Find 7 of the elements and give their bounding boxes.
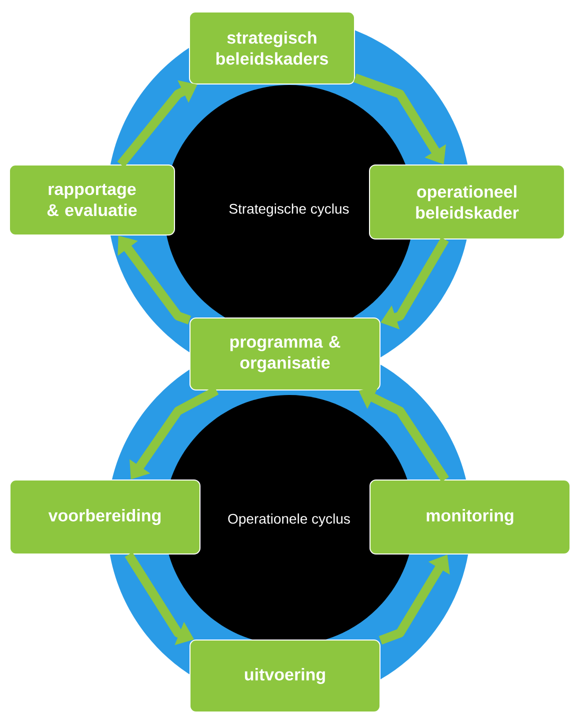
process-box: programma & organisatie bbox=[190, 318, 380, 390]
process-box: rapportage & evaluatie bbox=[9, 164, 175, 236]
process-box: strategisch beleidskaders bbox=[189, 12, 355, 84]
process-box: voorbereiding bbox=[10, 480, 200, 554]
process-box: monitoring bbox=[370, 480, 570, 554]
process-box: operationeel beleidskader bbox=[369, 164, 565, 240]
process-box: uitvoering bbox=[190, 640, 380, 712]
